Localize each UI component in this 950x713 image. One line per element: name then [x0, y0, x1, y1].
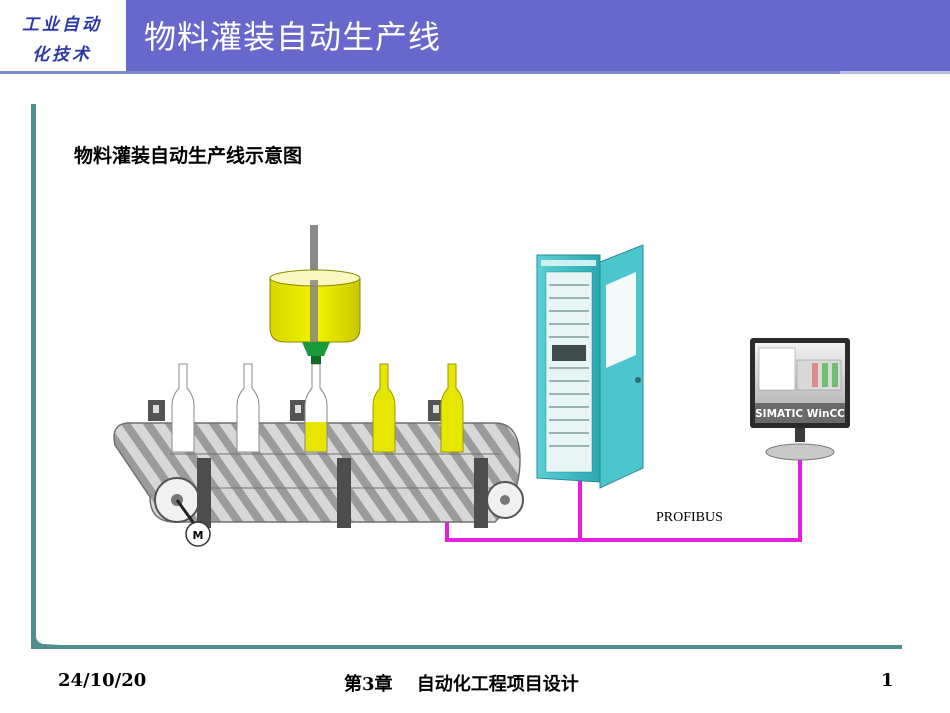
badge-line-2: 化技术 — [32, 45, 92, 65]
footer-page-number: 1 — [881, 670, 894, 691]
slide-title: 物料灌装自动生产线 — [144, 18, 442, 56]
footer-date: 24/10/20 — [58, 670, 147, 691]
hmi-monitor — [750, 338, 850, 461]
motor-label: M — [193, 529, 204, 542]
left-frame-rule — [31, 104, 36, 624]
filling-tank — [269, 225, 361, 364]
bottle-filling-liquid — [305, 422, 327, 452]
course-badge: 工业自动 化技术 — [0, 0, 124, 70]
bottom-frame-rule — [31, 645, 902, 649]
footer-chapter: 第3章 自动化工程项目设计 — [344, 674, 579, 695]
bottle-full-2 — [440, 363, 464, 453]
badge-line-1: 工业自动 — [22, 15, 102, 35]
bottle-row — [171, 363, 464, 453]
bottle-empty-2 — [236, 363, 260, 453]
header-bar — [126, 0, 950, 72]
conveyor-belt — [113, 400, 524, 528]
header-divider — [0, 71, 840, 74]
hmi-brand-label: SIMATIC WinCC — [755, 408, 845, 420]
control-cabinet — [536, 244, 644, 489]
diagram-title: 物料灌装自动生产线示意图 — [74, 145, 303, 167]
profibus-network — [445, 460, 802, 542]
bottle-empty-1 — [171, 363, 195, 453]
bottle-full-1 — [372, 363, 396, 453]
profibus-label: PROFIBUS — [656, 510, 723, 525]
header-divider-end — [840, 71, 950, 74]
motor — [175, 499, 211, 547]
